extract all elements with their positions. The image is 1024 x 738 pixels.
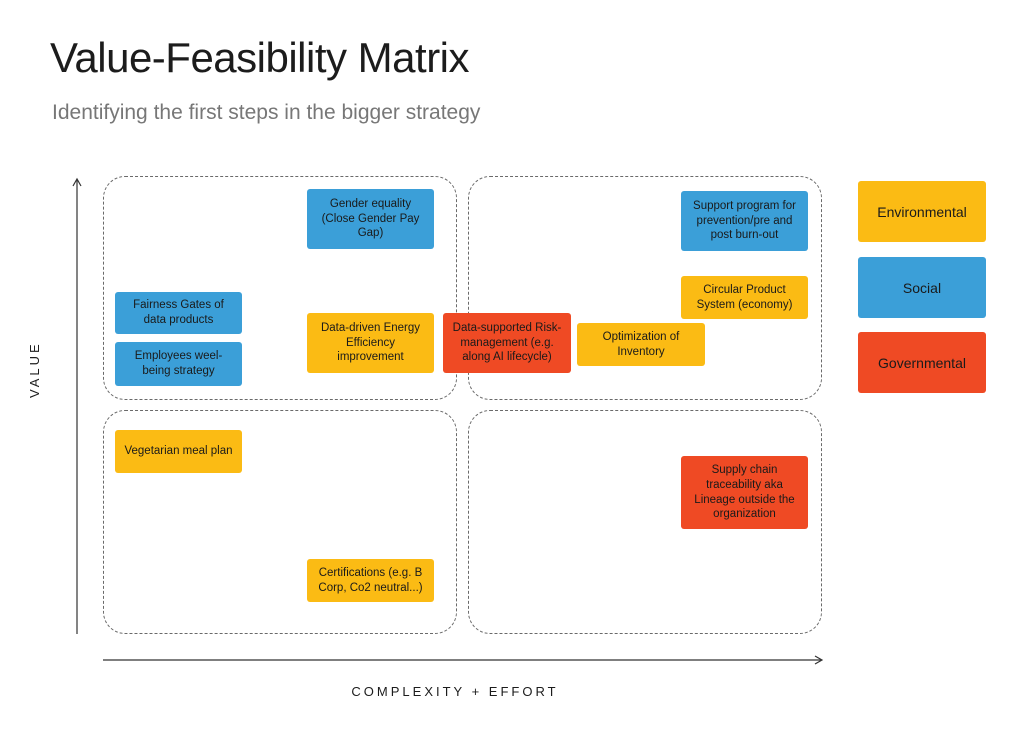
legend-social: Social xyxy=(858,257,986,318)
card-circular-product: Circular Product System (economy) xyxy=(681,276,808,319)
quadrant-low-value-high-effort xyxy=(468,410,822,634)
card-support-program: Support program for prevention/pre and p… xyxy=(681,191,808,251)
card-gender-equality: Gender equality (Close Gender Pay Gap) xyxy=(307,189,434,249)
quadrant-high-value-low-effort xyxy=(103,176,457,400)
x-axis-arrowhead xyxy=(814,655,824,665)
x-axis-label: COMPLEXITY + EFFORT xyxy=(351,684,559,699)
page-title: Value-Feasibility Matrix xyxy=(50,34,470,81)
quadrant-high-value-high-effort xyxy=(468,176,822,400)
card-employees-wellbeing: Employees weel-being strategy xyxy=(115,342,242,386)
card-certifications: Certifications (e.g. B Corp, Co2 neutral… xyxy=(307,559,434,602)
page-subtitle: Identifying the first steps in the bigge… xyxy=(52,101,481,124)
legend-governmental: Governmental xyxy=(858,332,986,393)
card-data-supported-risk: Data-supported Risk-management (e.g. alo… xyxy=(443,313,571,373)
y-axis-arrowhead xyxy=(72,177,82,187)
card-vegetarian-meal: Vegetarian meal plan xyxy=(115,430,242,473)
card-fairness-gates: Fairness Gates of data products xyxy=(115,292,242,334)
quadrant-low-value-low-effort xyxy=(103,410,457,634)
card-data-driven-energy: Data-driven Energy Efficiency improvemen… xyxy=(307,313,434,373)
y-axis-label: VALUE xyxy=(27,341,42,398)
legend-environmental: Environmental xyxy=(858,181,986,242)
card-optimization-inventory: Optimization of Inventory xyxy=(577,323,705,366)
card-supply-chain: Supply chain traceability aka Lineage ou… xyxy=(681,456,808,529)
